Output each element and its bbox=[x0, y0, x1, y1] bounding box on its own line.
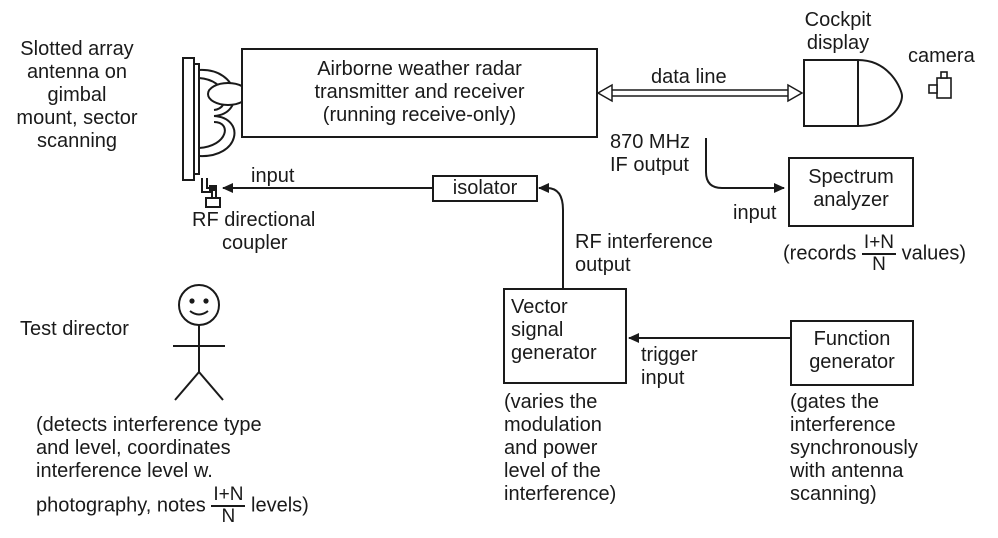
antenna-label: Slotted array antenna on gimbal mount, s… bbox=[16, 38, 138, 152]
coupler-label: RF directional coupler bbox=[192, 209, 316, 254]
function-generator-note: (gates the interference synchronously wi… bbox=[790, 391, 918, 505]
antenna-icon bbox=[182, 57, 249, 208]
vsg-box bbox=[503, 288, 627, 384]
vsg-to-isolator-arrow bbox=[538, 183, 564, 288]
if-output-label: 870 MHz IF output bbox=[610, 131, 691, 176]
vsg-label: Vector signal generator bbox=[511, 296, 597, 364]
radar-label: Airborne weather radar transmitter and r… bbox=[314, 58, 525, 126]
test-director-note: (detects interference type and level, co… bbox=[36, 414, 309, 527]
radar-box bbox=[241, 48, 598, 138]
data-line-arrow bbox=[596, 83, 804, 103]
camera-icon bbox=[928, 71, 952, 99]
spectrum-analyzer-box bbox=[788, 157, 914, 227]
isolator-label: isolator bbox=[452, 177, 518, 199]
if-output-line bbox=[705, 138, 785, 193]
spectrum-analyzer-label: Spectrum analyzer bbox=[808, 166, 894, 211]
camera-label: camera bbox=[908, 45, 975, 67]
rf-interference-label: RF interference output bbox=[575, 231, 713, 276]
function-generator-box bbox=[790, 320, 914, 386]
data-line-label: data line bbox=[651, 66, 727, 88]
spectrum-input-label: input bbox=[733, 202, 777, 224]
trigger-input-label: trigger input bbox=[641, 344, 698, 389]
isolator-box bbox=[432, 175, 538, 202]
test-director-label: Test director bbox=[20, 318, 129, 340]
cockpit-display-label: Cockpit display bbox=[804, 9, 872, 54]
cockpit-display-icon bbox=[803, 59, 904, 127]
vsg-note: (varies the modulation and power level o… bbox=[504, 391, 617, 505]
coupler-input-label: input bbox=[251, 165, 295, 187]
function-generator-label: Function generator bbox=[809, 328, 895, 373]
test-director-figure bbox=[173, 284, 225, 401]
